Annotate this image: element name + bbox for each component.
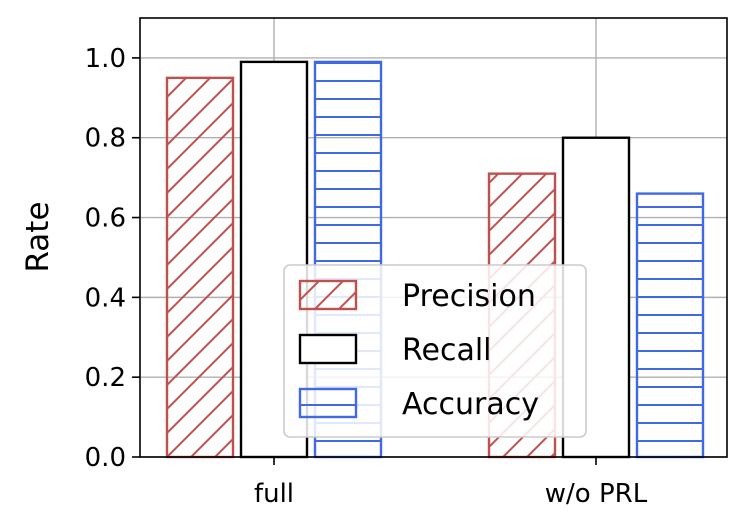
- legend-label: Accuracy: [402, 387, 539, 422]
- x-tick-label: w/o PRL: [545, 479, 648, 509]
- y-tick-label: 0.2: [85, 363, 126, 393]
- bar-precision-full: [165, 76, 235, 459]
- legend-box: [283, 264, 587, 438]
- y-axis-label: Rate: [20, 201, 56, 272]
- y-tick-label: 0.6: [85, 204, 126, 234]
- legend-swatch: [298, 279, 358, 311]
- bar-accuracy-wo-prl: [635, 192, 705, 459]
- y-tick-label: 0.4: [85, 283, 126, 313]
- y-tick-label: 0.8: [85, 124, 126, 154]
- axes: 0.0 0.2 0.4 0.6 0.8 1.0 full w/o PRL: [85, 44, 648, 509]
- legend-label: Precision: [402, 279, 536, 314]
- legend-swatch: [298, 387, 358, 419]
- y-tick-label: 0.0: [85, 443, 126, 473]
- legend-label: Recall: [402, 333, 492, 368]
- plot-frame: [139, 17, 728, 458]
- x-tick-label: full: [254, 479, 294, 509]
- y-tick-label: 1.0: [85, 44, 126, 74]
- legend-swatch: [298, 333, 358, 365]
